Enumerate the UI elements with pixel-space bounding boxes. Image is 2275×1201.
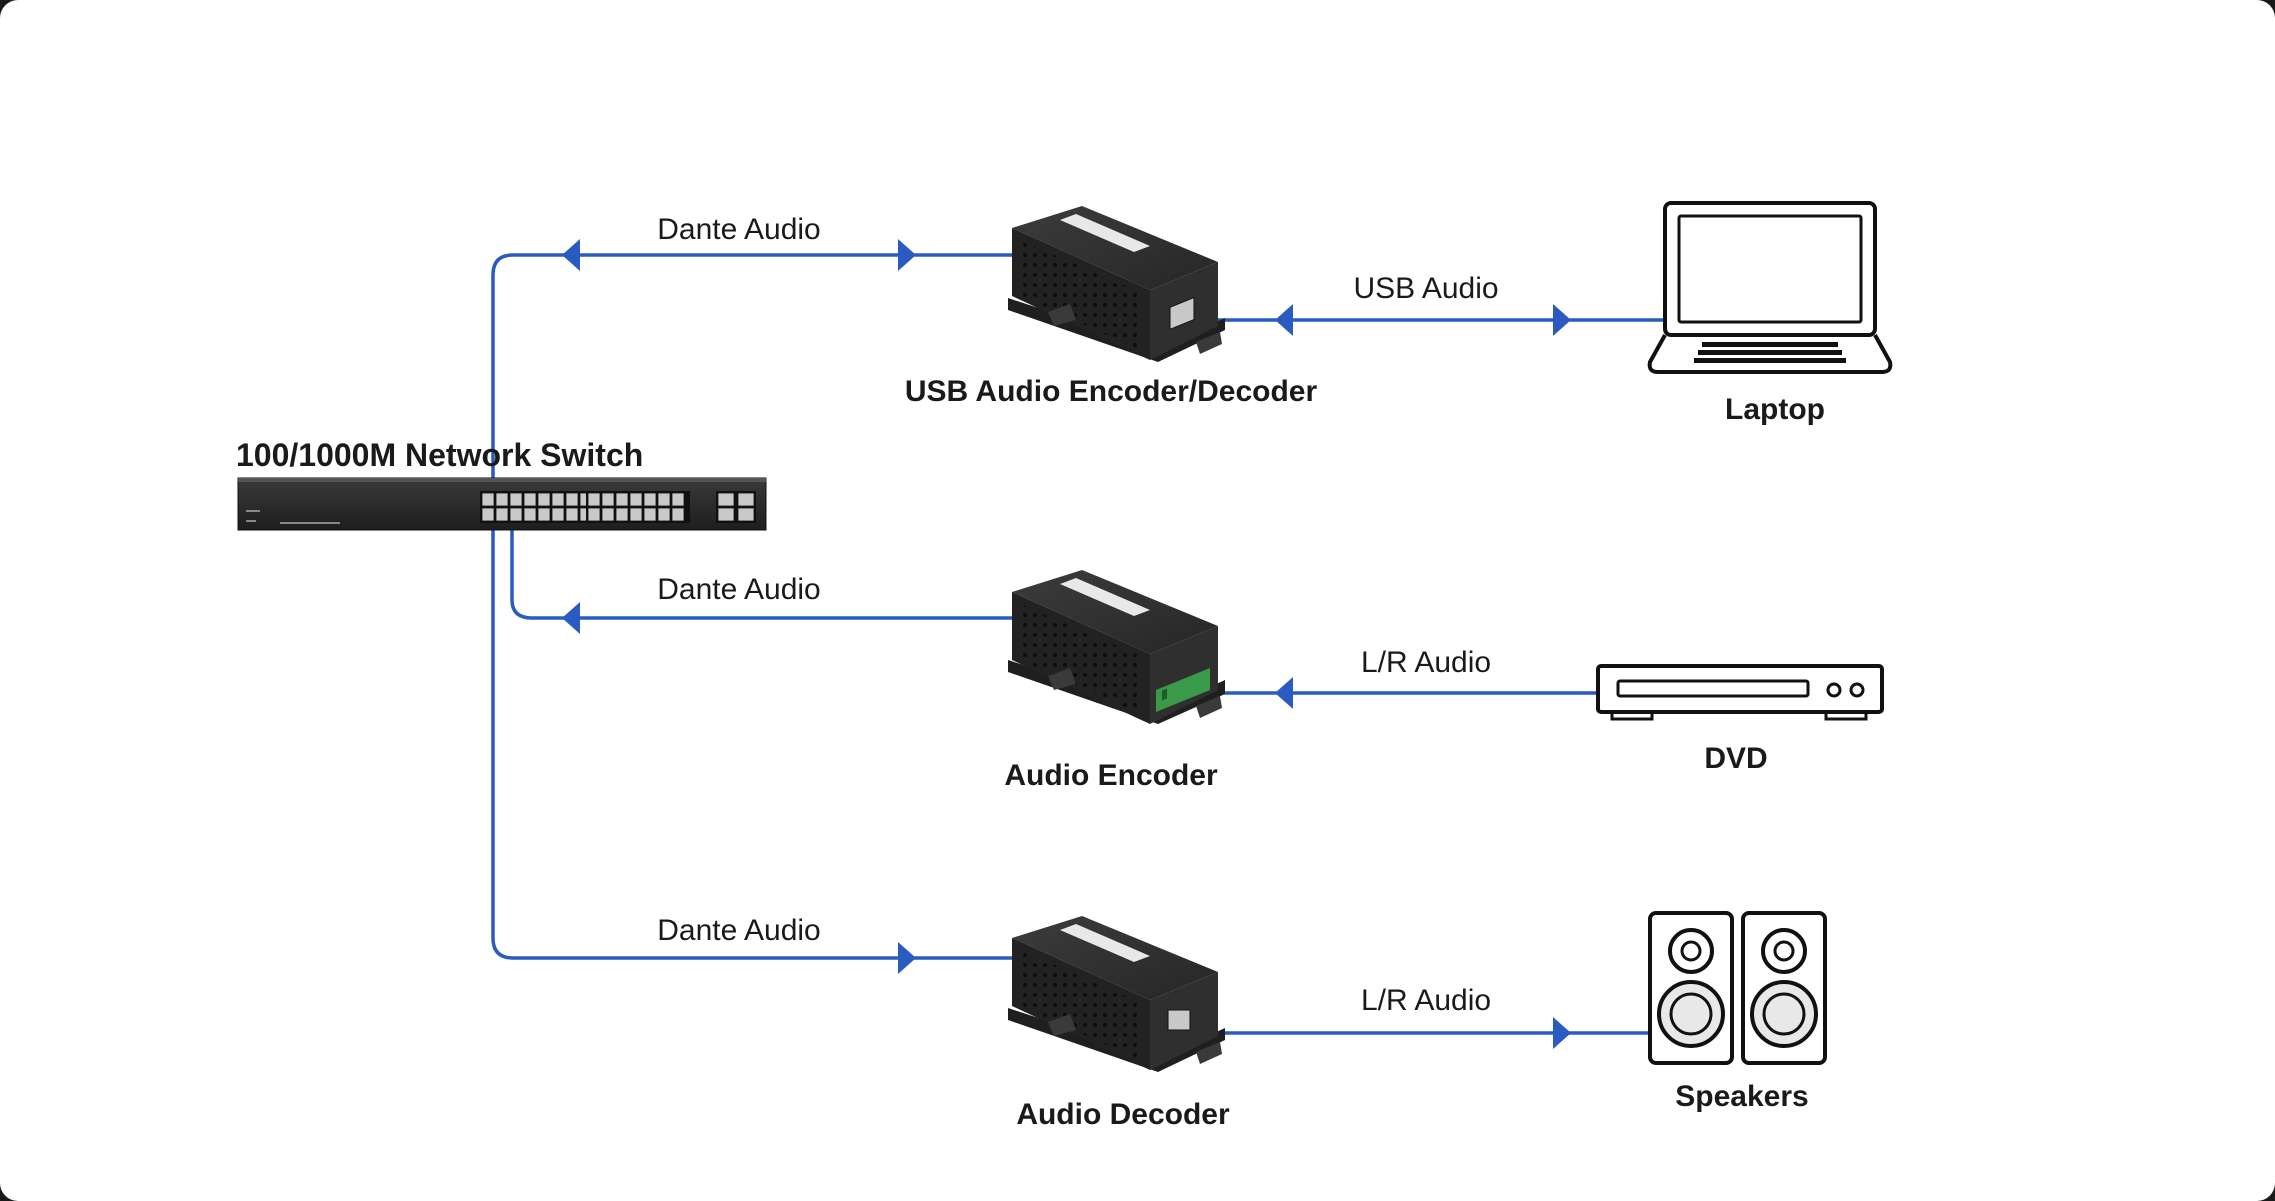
dvd-player-icon <box>1596 664 1884 721</box>
audio-decoder-device <box>1008 916 1225 1072</box>
audio-encoder-device <box>1008 570 1225 724</box>
label-top-dante: Dante Audio <box>657 213 820 246</box>
speakers-icon <box>1648 911 1827 1065</box>
label-bot-dante: Dante Audio <box>657 914 820 947</box>
label-lr-audio-out: L/R Audio <box>1361 984 1491 1017</box>
switch-title: 100/1000M Network Switch <box>236 437 643 473</box>
label-audio-decoder: Audio Decoder <box>1016 1098 1230 1131</box>
link-bot-dante <box>491 528 1014 960</box>
label-usb-codec: USB Audio Encoder/Decoder <box>905 375 1318 408</box>
arrow-left-lr <box>1275 677 1293 709</box>
laptop-icon <box>1647 201 1893 374</box>
arrow-right-bot <box>898 942 916 974</box>
label-audio-encoder: Audio Encoder <box>1004 759 1218 792</box>
label-lr-audio-in: L/R Audio <box>1361 646 1491 679</box>
arrow-left-usb <box>1275 304 1293 336</box>
label-laptop: Laptop <box>1725 393 1825 426</box>
label-dvd: DVD <box>1704 742 1767 775</box>
arrow-right-top <box>898 239 916 271</box>
arrow-right-usb <box>1553 304 1571 336</box>
label-speakers: Speakers <box>1675 1080 1808 1113</box>
arrow-left-top <box>562 239 580 271</box>
network-switch <box>237 477 767 531</box>
link-mid-dante <box>510 528 1014 620</box>
arrow-right-lr <box>1553 1017 1571 1049</box>
label-usb-audio: USB Audio <box>1353 272 1498 305</box>
link-top-dante <box>491 253 1014 480</box>
label-mid-dante: Dante Audio <box>657 573 820 606</box>
arrow-left-mid <box>562 602 580 634</box>
arrowheads <box>562 239 1571 1049</box>
usb-codec-device <box>1008 206 1225 362</box>
